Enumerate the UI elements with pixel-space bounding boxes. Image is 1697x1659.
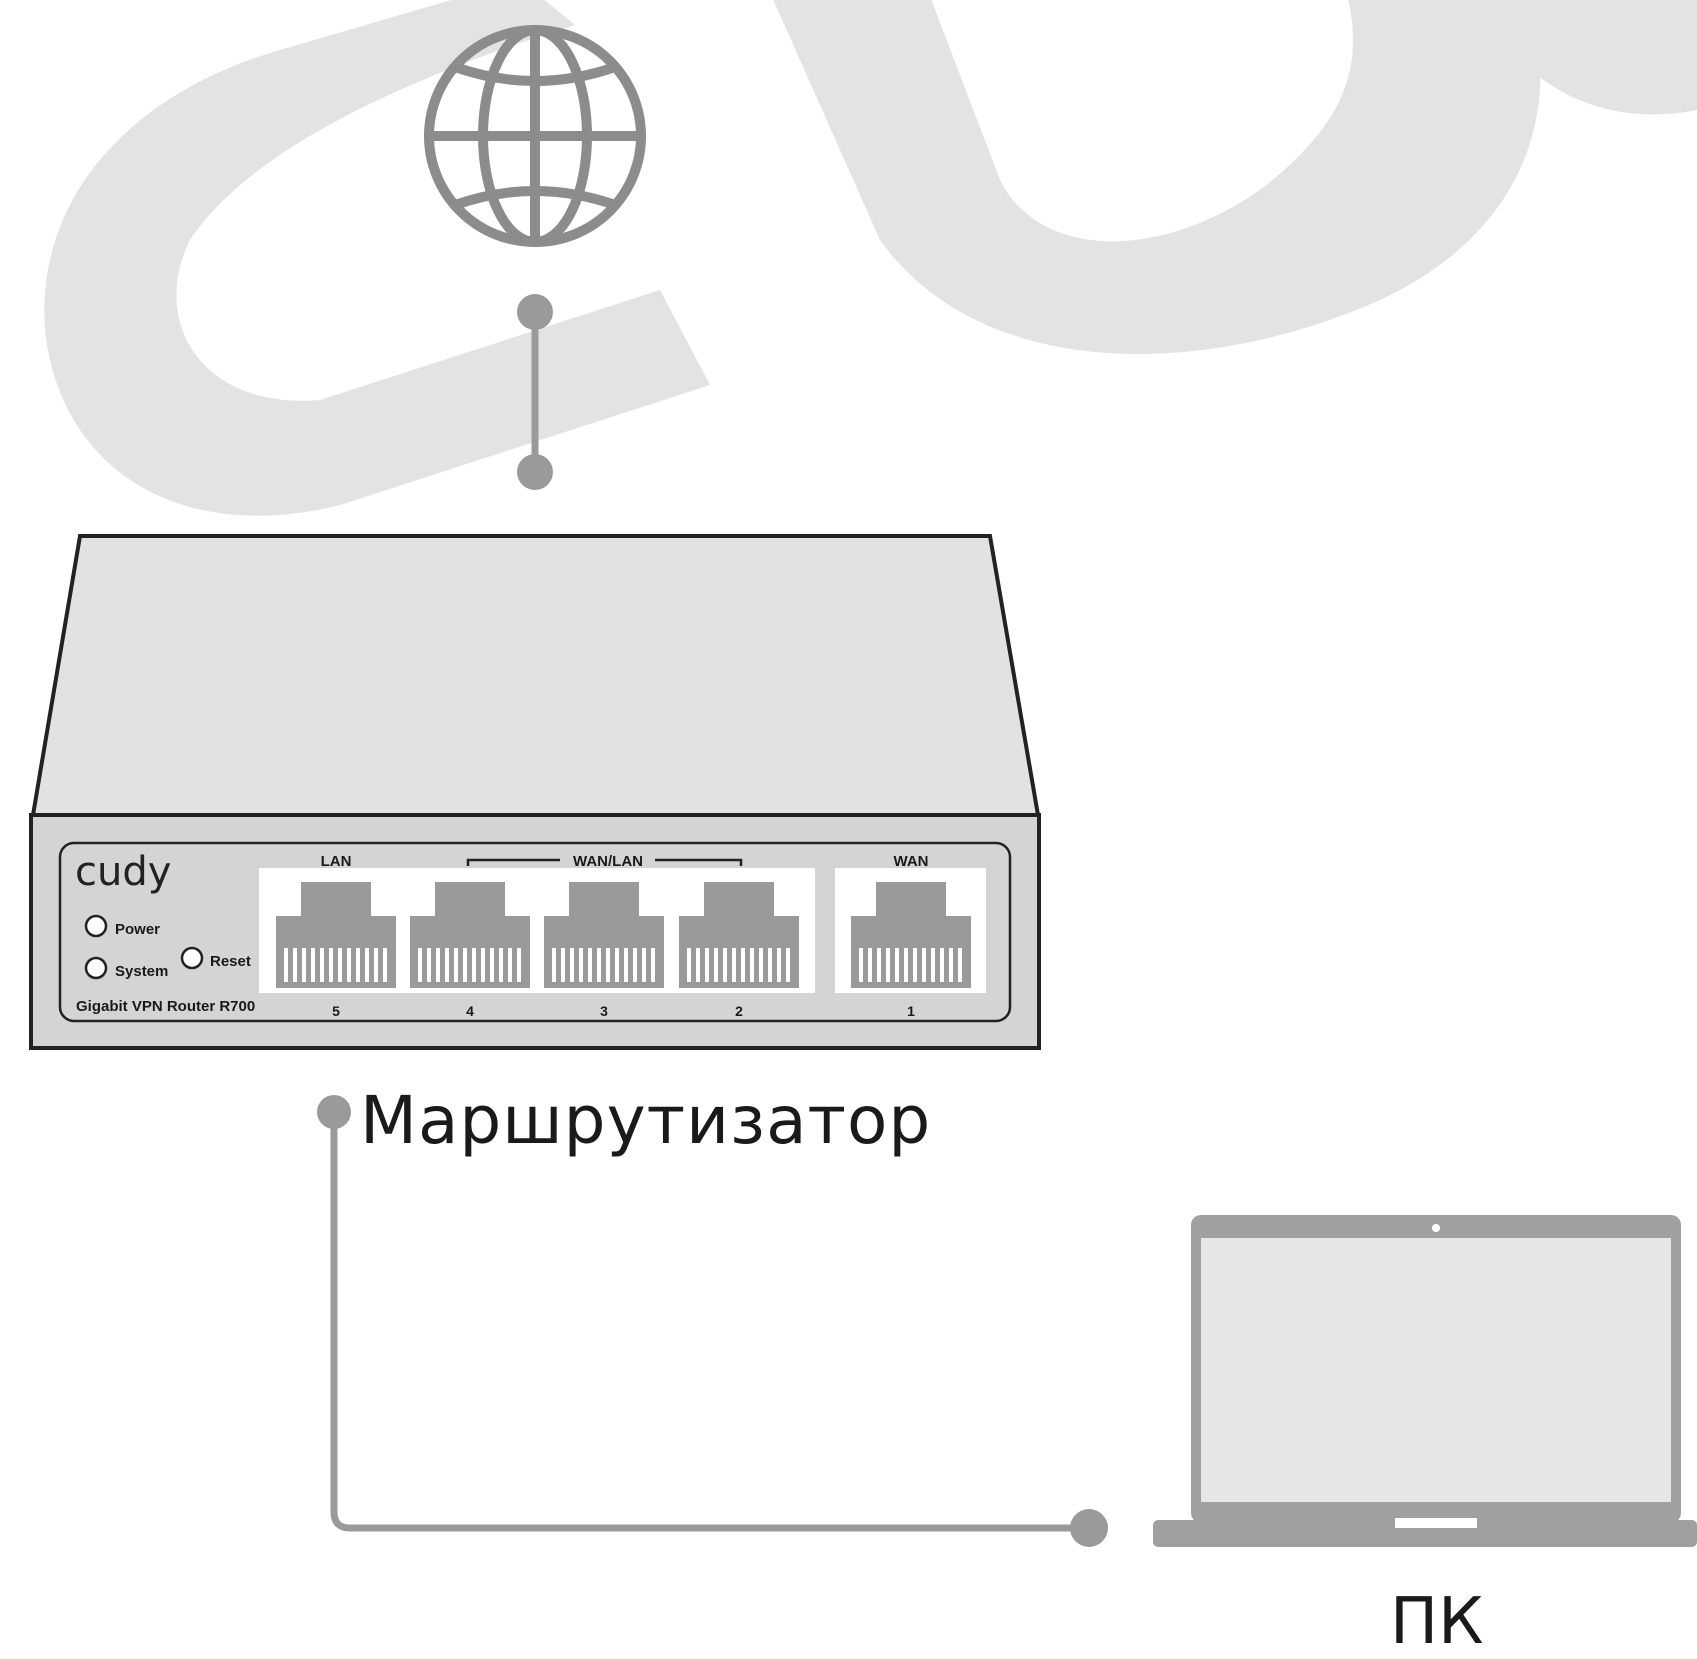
laptop-icon	[1153, 1215, 1697, 1547]
port-number-2: 2	[735, 1003, 743, 1019]
lan-group-label: LAN	[321, 853, 352, 870]
ethernet-port-2	[679, 882, 799, 988]
router-top	[30, 534, 1041, 817]
ethernet-ports	[276, 882, 971, 988]
power-led	[84, 914, 108, 938]
ethernet-port-4	[410, 882, 530, 988]
globe-icon	[424, 25, 646, 247]
ethernet-port-3	[544, 882, 664, 988]
port-number-1: 1	[907, 1003, 915, 1019]
watermark-logo	[44, 0, 1697, 516]
reset-button	[180, 946, 204, 970]
router-device: cudy Power System Reset Gigabit VPN Rout…	[29, 534, 1041, 1050]
internet-cable	[517, 294, 553, 490]
reset-button-label: Reset	[210, 953, 251, 970]
port-number-3: 3	[600, 1003, 608, 1019]
ethernet-port-1	[851, 882, 971, 988]
wan-lan-bracket	[466, 858, 743, 866]
system-led	[84, 956, 108, 980]
model-name: Gigabit VPN Router R700	[76, 998, 255, 1015]
port-number-4: 4	[466, 1003, 474, 1019]
router-label: Маршрутизатор	[360, 1082, 932, 1159]
power-led-label: Power	[115, 921, 160, 938]
pc-label: ПК	[1390, 1585, 1484, 1659]
port-number-5: 5	[332, 1003, 340, 1019]
wan-group-label: WAN	[894, 853, 929, 870]
lan-cable	[317, 1095, 1108, 1547]
wan-lan-group-label: WAN/LAN	[573, 853, 643, 870]
ethernet-port-5	[276, 882, 396, 988]
brand-logo: cudy	[75, 849, 171, 895]
router-faceplate	[58, 841, 1012, 1023]
system-led-label: System	[115, 963, 168, 980]
